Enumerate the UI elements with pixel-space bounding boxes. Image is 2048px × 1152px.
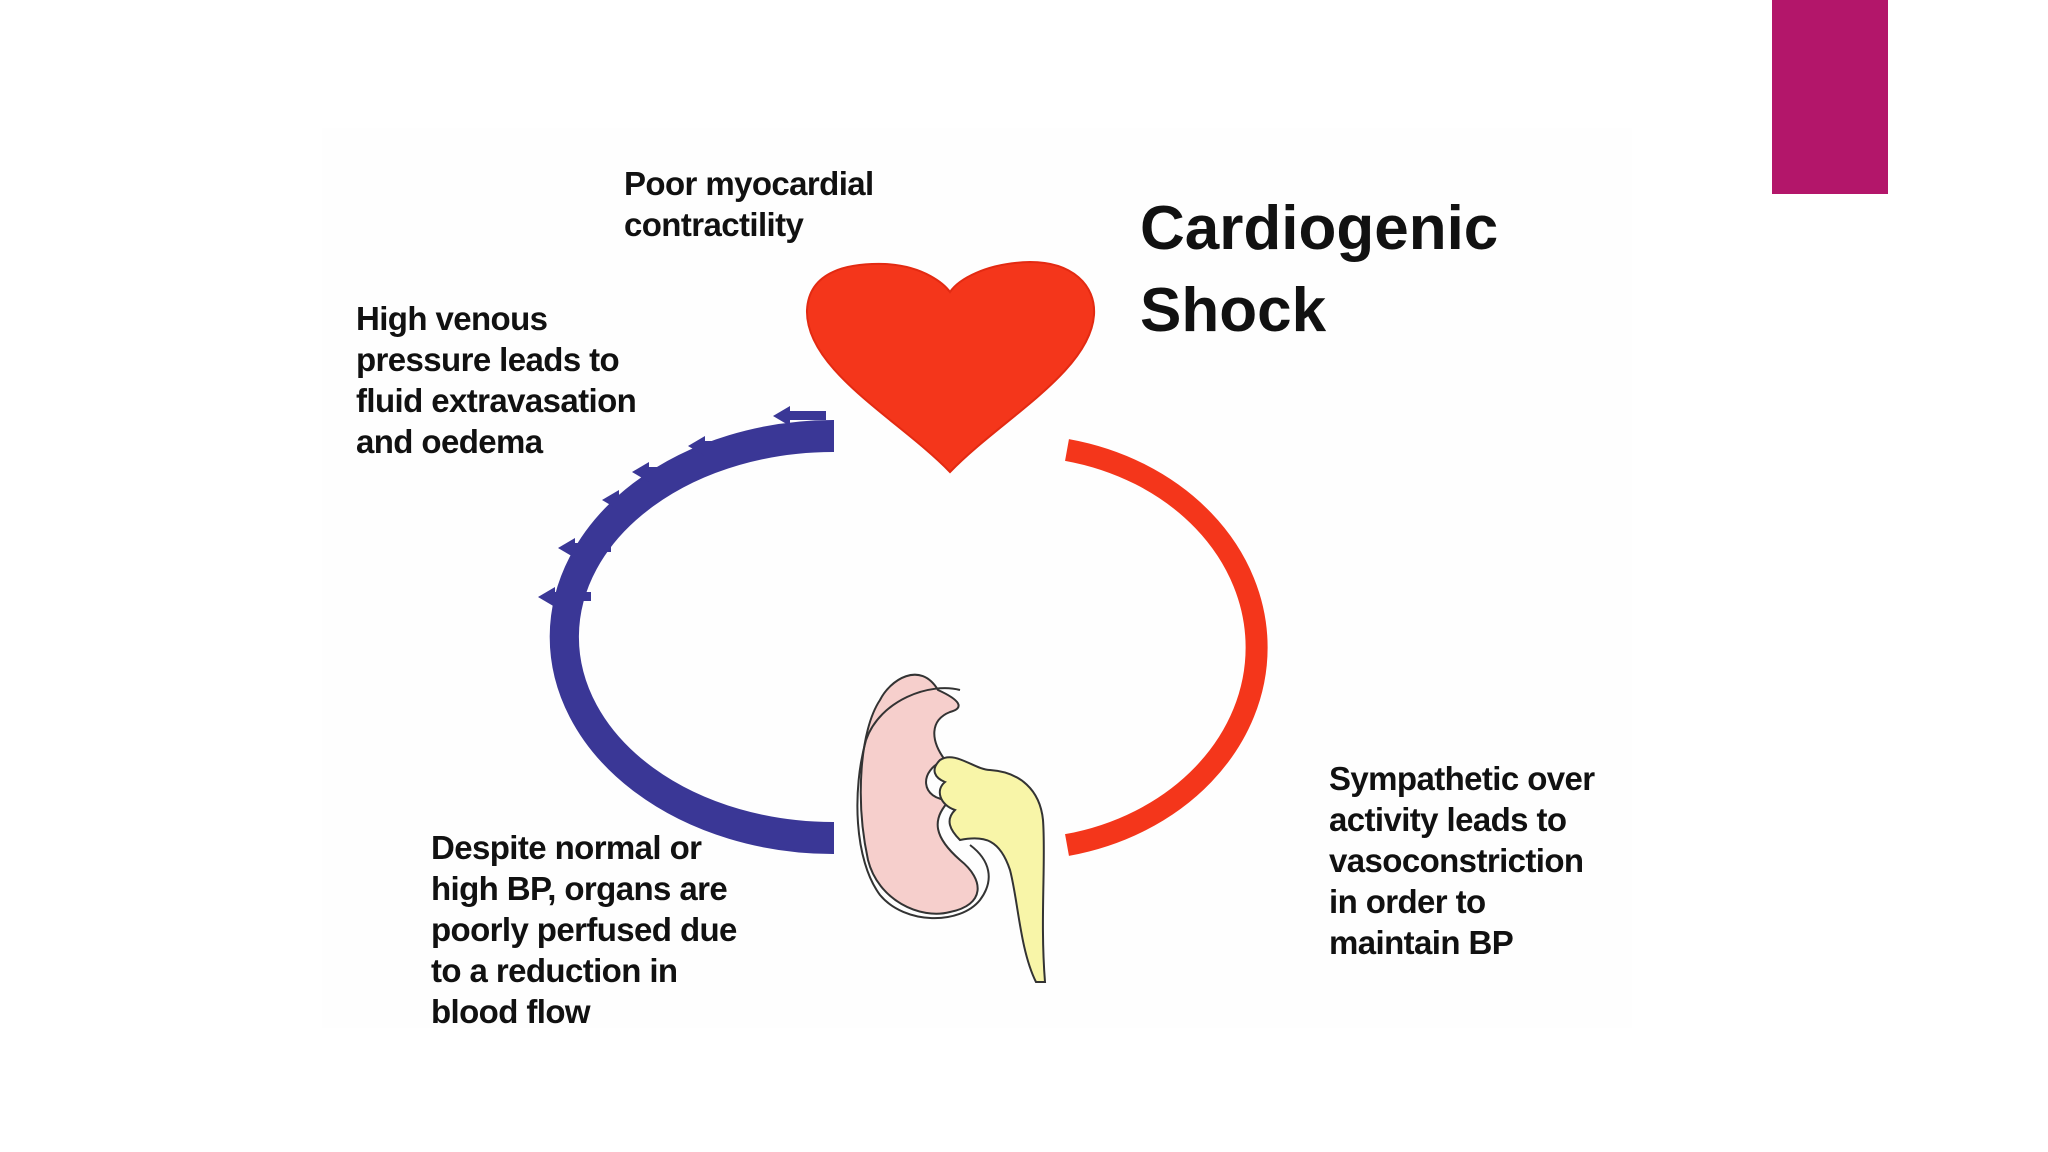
- accent-bar: [1772, 0, 1888, 194]
- outflow-arrow-icon: [558, 538, 611, 558]
- outflow-arrow-icon: [538, 587, 591, 607]
- diagram-title: Cardiogenic Shock: [1140, 194, 1499, 345]
- kidney-icon: [856, 673, 1047, 983]
- outflow-arrow-icon: [773, 406, 826, 426]
- label-poor-contractility: Poor myocardial contractility: [624, 165, 874, 243]
- outflow-arrows: [538, 406, 826, 607]
- label-sympathetic-overactivity: Sympathetic over activity leads to vasoc…: [1329, 760, 1595, 961]
- venous-arc: [549, 419, 834, 855]
- ureter: [933, 756, 1047, 983]
- kidney-body: [859, 673, 979, 915]
- outflow-arrow-icon: [688, 436, 741, 456]
- heart-icon: [805, 260, 1096, 474]
- outflow-arrow-icon: [602, 490, 655, 510]
- label-high-venous-pressure: High venous pressure leads to fluid extr…: [356, 300, 637, 460]
- kidney-outer: [856, 687, 990, 920]
- arterial-arc: [1065, 439, 1268, 856]
- outflow-arrow-icon: [632, 462, 685, 482]
- label-poor-perfusion: Despite normal or high BP, organs are po…: [431, 829, 737, 1030]
